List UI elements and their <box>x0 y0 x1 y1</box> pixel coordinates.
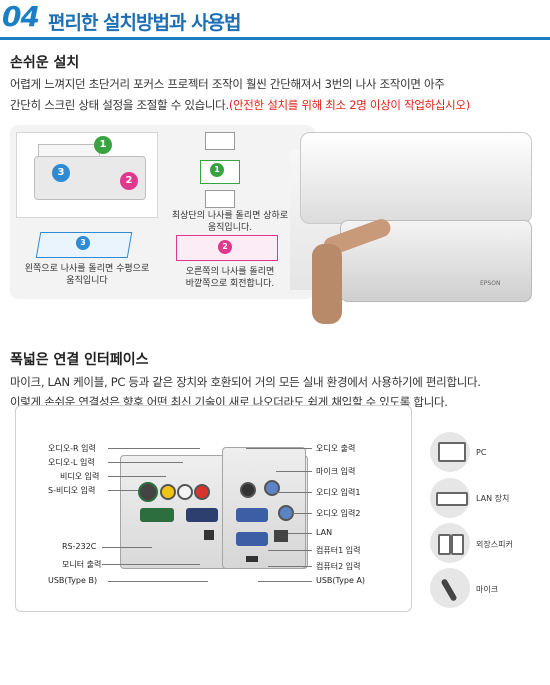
mic-in-port <box>264 480 280 496</box>
lan-port <box>274 530 288 542</box>
easy-install-text-2: 간단히 스크린 상태 설정을 조절할 수 있습니다.(안전한 설치를 위해 최소… <box>10 95 470 115</box>
screw-3-marker: 3 <box>52 164 70 182</box>
label-computer2: 컴퓨터2 입력 <box>316 562 361 571</box>
easy-install-title: 손쉬운 설치 <box>10 55 80 71</box>
rs232c-port <box>140 508 174 522</box>
label-s-video: S-비디오 입력 <box>48 486 96 495</box>
label-video: 비디오 입력 <box>60 472 100 481</box>
speaker-icon-left <box>438 534 451 555</box>
leader-mic-in <box>276 471 312 472</box>
leader-video <box>108 476 166 477</box>
screen-up-diagram <box>205 132 235 150</box>
label-audio-r: 오디오-R 입력 <box>48 444 96 453</box>
label-computer1: 컴퓨터1 입력 <box>316 546 361 555</box>
screw-2-marker: 2 <box>120 172 138 190</box>
interface-title: 폭넓은 연결 인터페이스 <box>10 352 149 368</box>
device-microphone: 마이크 <box>476 585 499 594</box>
label-audio-out: 오디오 출력 <box>316 444 356 453</box>
screw-3-small-marker: 3 <box>76 236 90 250</box>
label-mic-in: 마이크 입력 <box>316 467 356 476</box>
video-port <box>160 484 176 500</box>
section-number: 04 <box>2 0 40 33</box>
audio-out-port <box>240 482 256 498</box>
leader-lan <box>288 533 312 534</box>
leader-rs232c <box>102 547 152 548</box>
leader-audio-l <box>108 462 183 463</box>
label-audio-l: 오디오-L 입력 <box>48 458 95 467</box>
screw-1-marker: 1 <box>94 136 112 154</box>
leader-audio-in1 <box>276 492 312 493</box>
screen-down-diagram <box>205 190 235 208</box>
label-audio-in2: 오디오 입력2 <box>316 509 361 518</box>
section-title: 편리한 설치방법과 사용법 <box>48 12 242 34</box>
leader-audio-in2 <box>290 513 312 514</box>
screw-1-small-marker: 1 <box>210 163 224 177</box>
audio-l-port <box>177 484 193 500</box>
install-photo-arm <box>312 244 342 324</box>
label-audio-in1: 오디오 입력1 <box>316 488 361 497</box>
device-speaker: 외장스피커 <box>476 540 513 549</box>
label-lan: LAN <box>316 528 333 537</box>
device-pc: PC <box>476 448 487 457</box>
device-lan: LAN 장치 <box>476 494 510 503</box>
interface-text-1: 마이크, LAN 케이블, PC 등과 같은 장치와 호환되어 거의 모든 실내… <box>10 375 481 389</box>
usb-b-port <box>204 530 214 540</box>
audio-r-port <box>194 484 210 500</box>
pc-icon-screen <box>438 442 466 462</box>
safety-warning: (안전한 설치를 위해 최소 2명 이상이 작업하십시오) <box>228 98 470 112</box>
leader-audio-r <box>108 448 200 449</box>
speaker-icon-right <box>451 534 464 555</box>
caption-left-screw: 왼쪽으로 나사를 돌리면 수평으로 움직입니다 <box>24 264 150 286</box>
brand-label: EPSON <box>480 280 501 287</box>
leader-usb-a <box>258 581 312 582</box>
label-rs232c: RS-232C <box>62 542 97 551</box>
caption-right-screw: 오른쪽의 나사를 돌리면 바깥쪽으로 회전합니다. <box>185 267 275 289</box>
leader-audio-out <box>246 448 312 449</box>
label-monitor-out: 모니터 출력 <box>62 560 102 569</box>
label-usb-a: USB(Type A) <box>316 576 366 585</box>
lan-device-icon-body <box>436 492 468 506</box>
leader-s-video <box>108 490 138 491</box>
leader-computer1 <box>268 550 312 551</box>
monitor-out-port <box>186 508 218 522</box>
header-divider <box>0 37 550 40</box>
easy-install-text-1: 어렵게 느껴지던 초단거리 포커스 프로젝터 조작이 훨씬 간단해져서 3번의 … <box>10 77 445 91</box>
s-video-port <box>138 482 158 502</box>
easy-install-text-2-main: 간단히 스크린 상태 설정을 조절할 수 있습니다. <box>10 98 229 112</box>
label-usb-b: USB(Type B) <box>48 576 98 585</box>
section-header: 04 편리한 설치방법과 사용법 <box>0 0 550 40</box>
screw-2-small-marker: 2 <box>218 240 232 254</box>
usb-a-port <box>246 556 258 562</box>
leader-computer2 <box>268 566 312 567</box>
leader-usb-b <box>108 581 208 582</box>
caption-top-screw: 최상단의 나사를 돌리면 상하로 움직입니다. <box>171 211 289 233</box>
computer1-port <box>236 508 268 522</box>
install-photo-projector-top <box>300 132 532 224</box>
computer2-port <box>236 532 268 546</box>
leader-monitor-out <box>102 564 200 565</box>
